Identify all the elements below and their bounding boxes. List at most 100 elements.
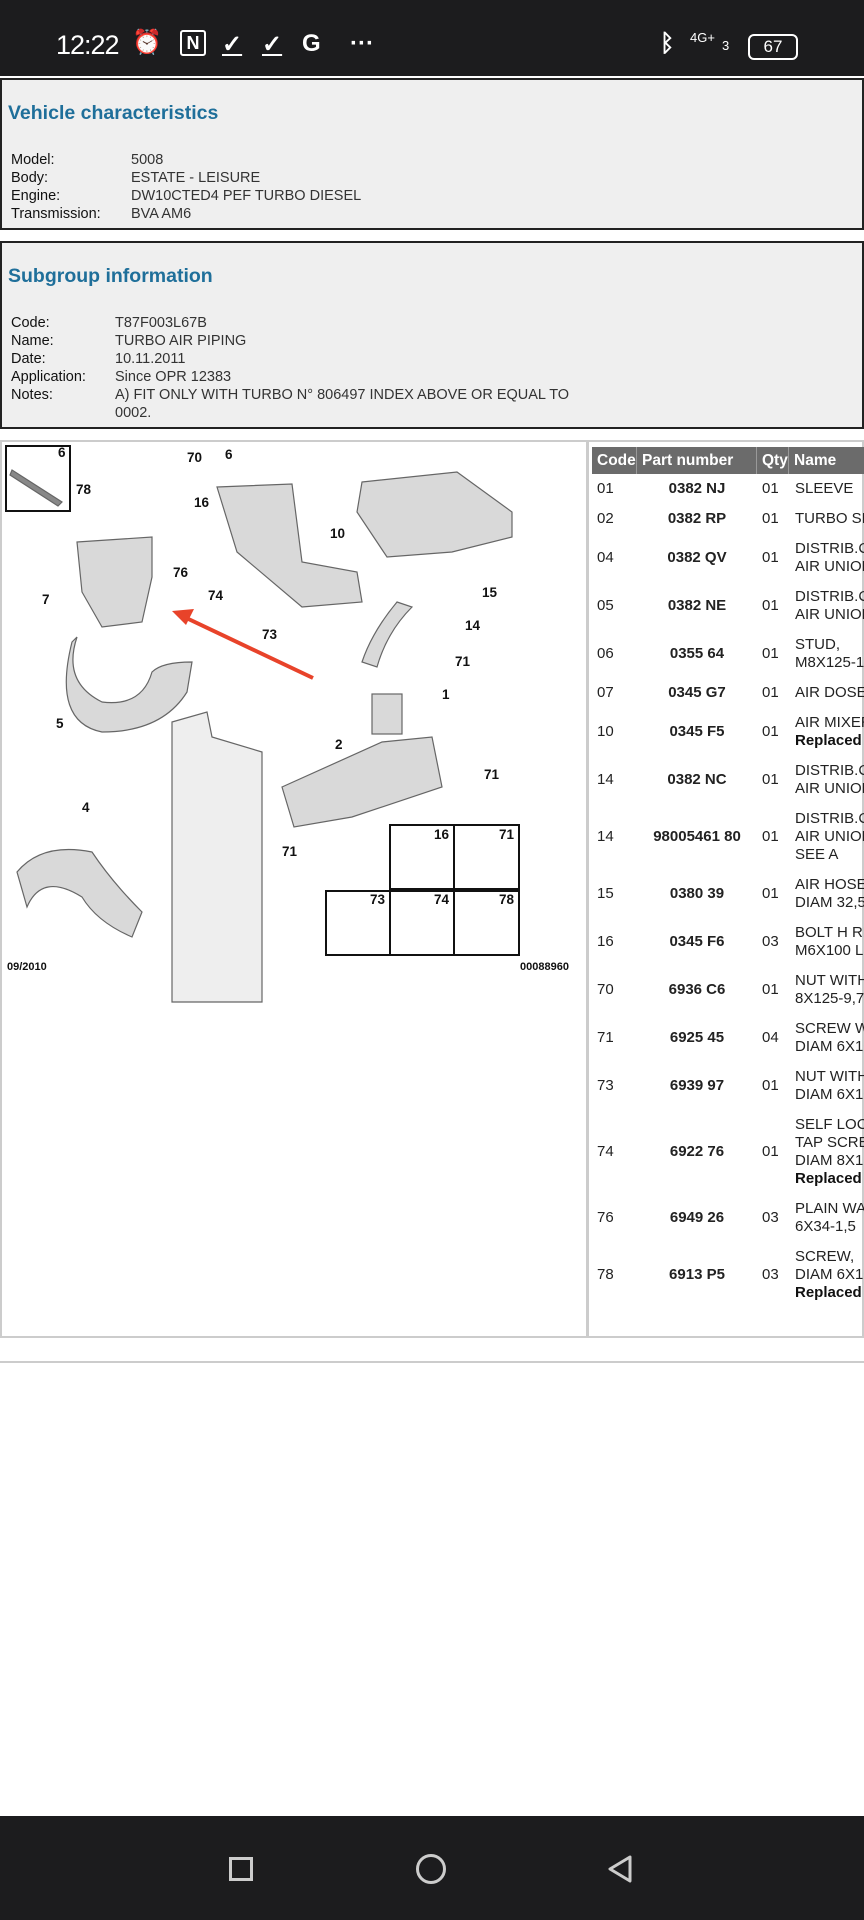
replaced-by-link[interactable]: Replaced b <box>795 1284 864 1301</box>
cell-code: 06 <box>597 645 614 662</box>
field-date: Date: 10.11.2011 <box>11 350 585 368</box>
name-line: DISTRIB.CH <box>795 540 864 557</box>
recents-button[interactable] <box>229 1857 253 1881</box>
callout: 71 <box>484 767 500 782</box>
cell-code: 73 <box>597 1077 614 1094</box>
label: Model: <box>11 152 55 168</box>
callout: 71 <box>455 654 471 669</box>
bluetooth-icon: ᛒ <box>660 30 675 57</box>
cell-name: PLAIN WAS6X34-1,5 <box>789 1200 864 1236</box>
label: Body: <box>11 170 49 186</box>
name-line: M8X125-12 <box>795 654 864 671</box>
cell-part-number: 6922 76 <box>669 1143 725 1160</box>
header-code[interactable]: Code <box>592 447 637 474</box>
cell-qty: 01 <box>762 1077 779 1094</box>
callout: 70 <box>187 450 202 465</box>
cell-part-number: 0382 NC <box>667 771 727 788</box>
cell-code: 04 <box>597 549 614 566</box>
cell-name: AIR HOSE SDIAM 32,5 <box>789 876 864 912</box>
label: Date: <box>11 351 46 367</box>
cell-name: SLEEVE <box>789 480 864 498</box>
cell-name: DISTRIB.CHAIR UNION <box>789 588 864 624</box>
home-button[interactable] <box>416 1854 446 1884</box>
hose-turbo <box>361 601 414 668</box>
name-line: M6X100 L3 <box>795 942 864 959</box>
exploded-diagram[interactable]: 6 70 6 78 16 76 74 10 7 73 15 14 71 5 1 … <box>2 442 589 1336</box>
replaced-by-link[interactable]: Replaced b <box>795 732 864 749</box>
label: Notes: <box>11 387 53 403</box>
field-name: Name:TURBO AIR PIPING <box>11 332 585 350</box>
cell-code: 07 <box>597 684 614 701</box>
name-line: DIAM 6X10 <box>795 1266 864 1283</box>
cell-part-number: 6936 C6 <box>668 981 726 998</box>
cell-part-number: 0382 NE <box>667 597 727 614</box>
label: Engine: <box>11 188 61 204</box>
cell-code: 14 <box>597 828 614 845</box>
name-line: DIAM 8X12 <box>795 1152 864 1169</box>
navigation-bar <box>0 1816 864 1920</box>
cell-part-number: 0382 QV <box>667 549 727 566</box>
header-qty[interactable]: Qty <box>757 447 789 474</box>
cell-part-number: 0382 NJ <box>668 480 726 497</box>
header-name[interactable]: Name <box>794 452 837 469</box>
cell-name: STUD,M8X125-12 <box>789 636 864 672</box>
cell-name: BOLT H RPLM6X100 L3 <box>789 924 864 960</box>
cell-code: 74 <box>597 1143 614 1160</box>
legend-label: 73 <box>370 892 386 907</box>
cell-code: 10 <box>597 723 614 740</box>
name-line: AIR UNION, <box>795 828 864 845</box>
cell-part-number: 0380 39 <box>669 885 725 902</box>
name-line: AIR DOSER <box>795 684 864 701</box>
cell-part-number: 6939 97 <box>669 1077 725 1094</box>
label: Application: <box>11 369 86 385</box>
cell-name: SCREW WITDIAM 6X10 <box>789 1020 864 1056</box>
name-line: SEE A <box>795 846 839 863</box>
check-icon: ✓ <box>262 31 283 58</box>
cell-qty: 01 <box>762 480 779 497</box>
replaced-by-link[interactable]: Replaced b <box>795 1170 864 1187</box>
name-line: NUT WITH <box>795 972 864 989</box>
cell-code: 01 <box>597 480 614 497</box>
alarm-icon: ⏰ <box>132 29 162 56</box>
field-body: Body:ESTATE - LEISURE <box>11 169 361 187</box>
header-part-number[interactable]: Part number <box>637 447 757 474</box>
cell-part-number: 0345 F6 <box>669 933 725 950</box>
cell-qty: 01 <box>762 597 779 614</box>
field-transmission: Transmission:BVA AM6 <box>11 205 361 223</box>
arrow-line <box>179 613 314 680</box>
name-line: 6X34-1,5 <box>795 1218 856 1235</box>
sleeve-1 <box>371 693 403 735</box>
nfc-icon: N <box>180 30 206 56</box>
value: T87F003L67B <box>115 315 207 331</box>
callout: 76 <box>173 565 189 580</box>
back-icon <box>608 1855 632 1883</box>
diagram-date: 09/2010 <box>7 961 47 973</box>
name-line: AIR HOSE S <box>795 876 864 893</box>
table-row[interactable]: 01 0382 NJ 01 SLEEVE <box>592 474 864 504</box>
field-engine: Engine:DW10CTED4 PEF TURBO DIESEL <box>11 187 361 205</box>
name-line: TURBO SID <box>795 510 864 527</box>
value: 10.11.2011 <box>115 351 186 367</box>
field-notes: Notes:A) FIT ONLY WITH TURBO N° 806497 I… <box>11 386 585 422</box>
back-button[interactable] <box>606 1854 634 1889</box>
callout: 10 <box>330 526 345 541</box>
stud-inset-box <box>5 445 71 512</box>
